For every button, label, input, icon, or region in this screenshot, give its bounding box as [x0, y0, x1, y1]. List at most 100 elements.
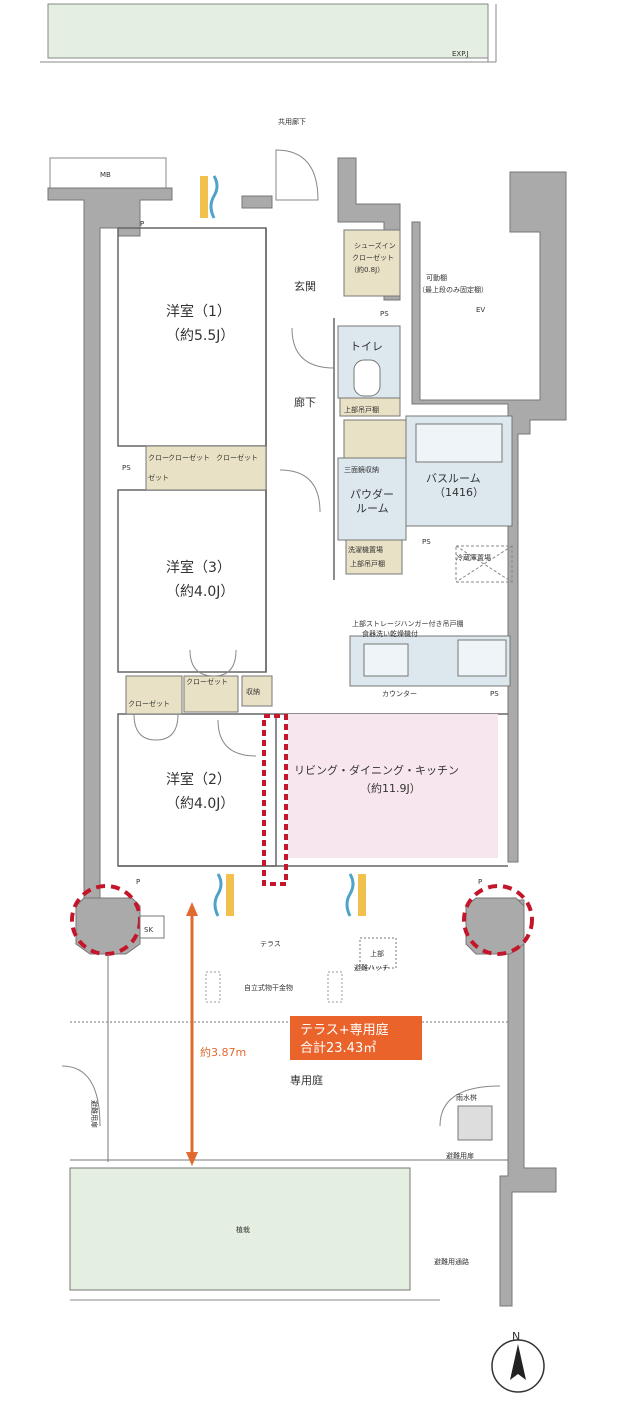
- ldk-label: リビング・ダイニング・キッチン: [294, 763, 459, 777]
- ev-label: EV: [476, 306, 485, 314]
- north-label: N: [512, 1330, 520, 1343]
- evac-path-label: 避難用通路: [434, 1257, 469, 1266]
- evac-door-right-label: 避難用扉: [446, 1151, 474, 1160]
- terrace-label: テラス: [260, 940, 281, 948]
- p-label-bedroom2: P: [136, 878, 140, 886]
- evac-hatch-label: 避難ハッチ: [354, 963, 389, 972]
- bedroom1-label: 洋室（1）: [166, 303, 231, 320]
- evac-hatch-box: [359, 937, 397, 969]
- ps-label-bath: PS: [422, 538, 431, 546]
- bedroom1-size: （約5.5J）: [166, 328, 234, 344]
- bedroom1-closet-split-b: ゼット: [148, 473, 169, 482]
- hallway-label: 廊下: [294, 395, 316, 409]
- movable-shelf-label: 可動棚: [426, 273, 447, 282]
- kitchen-sink: [363, 643, 409, 677]
- vent-ldk-blue: [345, 873, 355, 917]
- toilet-bowl: [353, 359, 381, 397]
- sk-box: [139, 915, 165, 939]
- vent-top-yellow: [200, 176, 208, 218]
- drying-rack: [205, 971, 343, 1003]
- ps-label-bedroom1: PS: [122, 464, 131, 472]
- dimension-arrowhead-top: [186, 902, 198, 916]
- mb-box: [49, 157, 167, 189]
- bedroom1-closet: [145, 445, 267, 491]
- evac-door-right: [439, 1085, 501, 1127]
- drying-rack-left: [205, 971, 221, 1003]
- north-circle: [491, 1339, 545, 1393]
- bedroom2-label: 洋室（2）: [166, 771, 231, 788]
- garden-boundaries: [70, 937, 508, 1162]
- drying-rack-right: [327, 971, 343, 1003]
- bedroom1-closet-label-2: クローゼット: [168, 453, 210, 462]
- washer-label: 洗濯機置場: [348, 545, 383, 554]
- doors: [61, 149, 501, 1127]
- closet-door-a: [189, 649, 215, 677]
- area-callout-box: [290, 1016, 422, 1060]
- private-garden-label: 専用庭: [290, 1073, 323, 1087]
- ldk-extension-highlight: [262, 714, 288, 886]
- bedroom2-outline: [117, 713, 277, 867]
- shoes-in-size: （約0.8J）: [350, 265, 384, 274]
- vent-bedroom2-yellow: [226, 874, 234, 916]
- bedroom2-closet: [125, 675, 183, 715]
- bathroom-label: バスルーム: [426, 472, 481, 485]
- entrance-label: 玄関: [294, 279, 316, 293]
- area-callout-line1: テラス+専用庭: [300, 1022, 389, 1038]
- powder-door: [279, 469, 321, 513]
- dimension-label: 約3.87m: [200, 1045, 246, 1059]
- north-arrow: [491, 1339, 545, 1393]
- entrance-door: [275, 149, 319, 201]
- rain-drain-label: 雨水桝: [456, 1093, 477, 1102]
- ev-wall: [411, 171, 567, 863]
- powder-room: [337, 457, 407, 541]
- bedroom3-size: （約4.0J）: [166, 584, 234, 600]
- right-lower-wall: [499, 899, 557, 1307]
- three-mirror-storage: [343, 419, 407, 459]
- mb-label: MB: [100, 171, 111, 179]
- ps-label-entrance: PS: [380, 310, 389, 318]
- common-corridor-label: 共用廊下: [278, 117, 306, 126]
- three-mirror-label: 三面鏡収納: [344, 465, 379, 474]
- bedroom3-outline: [117, 489, 267, 673]
- storage-label: 収納: [246, 687, 260, 696]
- evac-door-left: [61, 1065, 101, 1127]
- powder-label: パウダー: [350, 487, 394, 501]
- fridge-label: 冷蔵庫置場: [456, 553, 491, 562]
- exp-joint-label: EXP.J: [452, 50, 469, 58]
- toilet-door: [291, 327, 335, 369]
- ps-label-kitchen: PS: [490, 690, 499, 698]
- bedroom3-closet-label: クローゼット: [186, 677, 228, 686]
- closet-door-d: [155, 713, 179, 741]
- shoes-in-label: シューズイン: [354, 241, 396, 250]
- north-needle: [510, 1344, 526, 1380]
- wet-areas: [337, 325, 513, 687]
- movable-shelf-note: （最上段のみ固定棚）: [418, 285, 488, 294]
- counter-label: カウンター: [382, 689, 417, 698]
- washer-cabinet-label: 上部吊戸棚: [350, 559, 385, 568]
- powder-label-2: ルーム: [356, 502, 389, 515]
- p-label-ldk: P: [478, 878, 482, 886]
- ldk-size: （約11.9J）: [360, 781, 421, 795]
- vent-bedroom2-blue: [213, 873, 223, 917]
- washer-cabinet: [345, 539, 403, 575]
- bedroom1-closet-label-3: クローゼット: [216, 453, 258, 462]
- dishwasher-label: 食器洗い乾燥機付: [362, 629, 418, 638]
- vent-ldk-yellow: [358, 874, 366, 916]
- rain-drain: [457, 1105, 493, 1141]
- bedroom1-closet-split-a: クロー: [148, 454, 169, 462]
- closets: [125, 229, 451, 715]
- hatch-upper-label: 上部: [370, 949, 384, 958]
- fridge-space: [455, 545, 513, 583]
- bedroom3-label: 洋室（3）: [166, 559, 231, 576]
- upper-storage-label: 上部ストレージハンガー付き吊戸棚: [352, 619, 463, 628]
- bedroom2-size: （約4.0J）: [166, 796, 234, 812]
- bathroom-size: （1416）: [434, 486, 484, 499]
- evac-door-left-label: 避難用扉: [90, 1100, 99, 1128]
- left-column: [75, 897, 141, 955]
- shoes-in-closet: [343, 229, 401, 297]
- shoes-in-label-2: クローゼット: [352, 253, 394, 262]
- toilet-label: トイレ: [350, 340, 383, 353]
- right-column-highlight: [462, 884, 534, 956]
- dimension-arrowhead-bottom: [186, 1152, 198, 1166]
